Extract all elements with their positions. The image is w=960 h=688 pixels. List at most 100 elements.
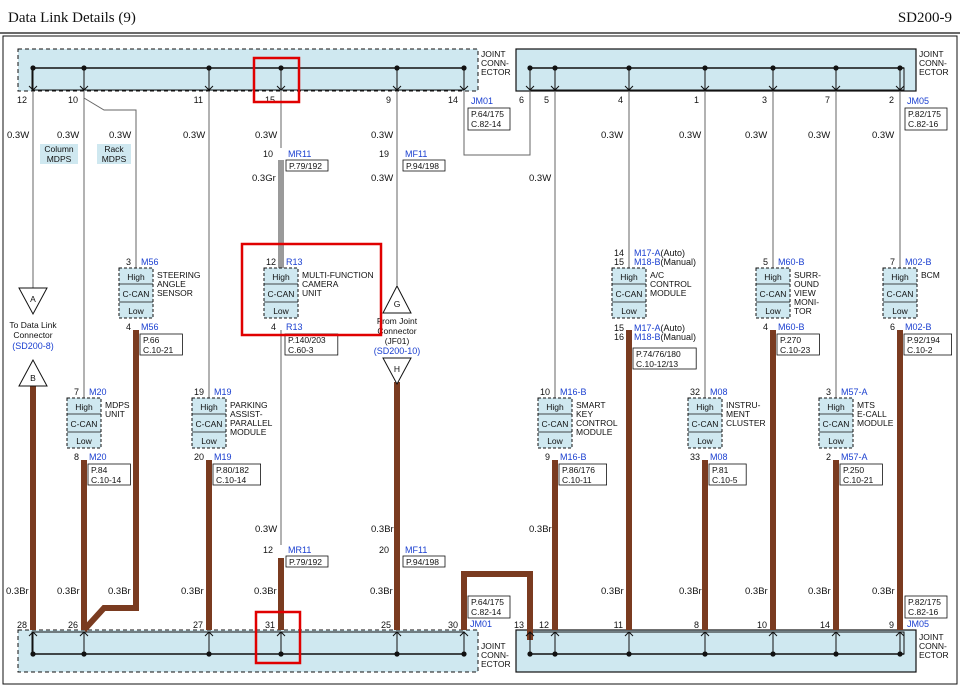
wire-label: 0.3W <box>808 130 830 141</box>
module-box <box>755 267 791 319</box>
module-pin-bottom: 33 <box>690 452 700 462</box>
module-pin-top: 5 <box>763 257 768 267</box>
module-ref: P.250 <box>843 465 864 475</box>
terminal-chevron <box>525 631 535 637</box>
module-name-line: UNIT <box>105 409 125 419</box>
offpage-g-text3: (JF01) <box>385 336 410 346</box>
joint-bottom-right-pin: 14 <box>820 620 830 630</box>
module-name-line: KEY <box>576 409 593 419</box>
joint-connector-bottom-right <box>515 629 917 673</box>
module-id-top: M19 <box>214 387 232 397</box>
offpage-g-icon <box>382 284 412 314</box>
module-box <box>818 397 854 449</box>
offpage-b-icon <box>18 358 48 387</box>
module-ref: P.92/194 <box>907 335 940 345</box>
terminal-chevron <box>525 85 535 91</box>
wire-label: 0.3W <box>745 130 767 141</box>
module-refbox <box>708 463 747 486</box>
module-id-top: R13 <box>286 257 303 267</box>
module-box <box>118 267 154 319</box>
joint-top-left-pin: 15 <box>265 95 275 105</box>
module-ref: P.140/203 <box>288 335 326 345</box>
module-pin-top: 7 <box>890 257 895 267</box>
wire-label: 0.3Br <box>370 586 393 597</box>
terminal-chevron <box>276 631 286 637</box>
module-id-bottom: M17-A(Auto) <box>634 323 685 333</box>
module-name-line: UNIT <box>302 288 322 298</box>
mf11-top-refbox <box>402 159 446 172</box>
offpage-g-text1: From Joint <box>377 316 418 326</box>
module-ref: C.10-14 <box>216 475 247 485</box>
module-high: High <box>827 402 845 412</box>
module-pin-top: 7 <box>74 387 79 397</box>
mr11-bottom-pin: 12 <box>263 545 273 555</box>
wire-label: 0.3W <box>57 130 79 141</box>
module-id-top: M02-B <box>905 257 932 267</box>
joint-bottom-right-pin: 13 <box>514 620 524 630</box>
jm01-bottom-refbox <box>467 595 511 619</box>
module-bus: C-CAN <box>616 289 643 299</box>
jm05-top-refbox <box>904 107 948 131</box>
module-id-bottom: M20 <box>89 452 107 462</box>
module-name-line: MODULE <box>857 418 894 428</box>
wire-label: 0.3Br <box>254 586 277 597</box>
module-name-line: A/C <box>650 270 664 280</box>
module-low: Low <box>547 436 563 446</box>
module-pin-bottom: 20 <box>194 452 204 462</box>
wire-label: 0.3Gr <box>252 173 276 184</box>
terminal-chevron <box>28 85 38 91</box>
terminal-chevron <box>392 631 402 637</box>
wire-label: 0.3Br <box>679 586 702 597</box>
module-low: Low <box>201 436 217 446</box>
module-ref: P.270 <box>780 335 801 345</box>
wire-label: 0.3Br <box>6 586 29 597</box>
highlight-bottom-pin31 <box>254 610 302 665</box>
mr11-top-refbox <box>285 159 329 172</box>
module-low: Low <box>697 436 713 446</box>
module-pin-top: 19 <box>194 387 204 397</box>
jm05-bottom-refbox <box>904 595 948 619</box>
joint-top-right-pin: 5 <box>544 95 549 105</box>
module-id-bottom: R13 <box>286 322 303 332</box>
module-high: High <box>696 402 714 412</box>
module-id-top: M08 <box>710 387 728 397</box>
module-pin-top: 3 <box>826 387 831 397</box>
module-low: Low <box>128 306 144 316</box>
frame-border <box>2 35 958 685</box>
terminal-chevron <box>28 631 38 637</box>
offpage-h-letter: H <box>394 364 400 374</box>
module-id-top: M17-A(Auto) <box>634 248 685 258</box>
terminal-chevron <box>624 631 634 637</box>
wire-label: 0.3W <box>255 524 277 535</box>
joint-top-left-pin: 10 <box>68 95 78 105</box>
wire-label: 0.3W <box>183 130 205 141</box>
module-ref: P.86/176 <box>562 465 595 475</box>
module-id-bottom: M60-B <box>778 322 805 332</box>
terminal-chevron <box>831 85 841 91</box>
terminal-chevron <box>768 631 778 637</box>
module-pin-top: 14 <box>614 248 624 258</box>
wire-steering-top <box>83 97 137 268</box>
module-id-bottom: M57-A <box>841 452 868 462</box>
module-box <box>611 267 647 319</box>
joint-bottom-left-pin: 27 <box>193 620 203 630</box>
highlight-top-pin15 <box>252 56 301 104</box>
joint-bottom-left-pin: 30 <box>448 620 458 630</box>
terminal-chevron <box>276 85 286 91</box>
module-name-line: MONI- <box>794 297 819 307</box>
module-low: Low <box>828 436 844 446</box>
terminal-chevron <box>392 85 402 91</box>
joint-top-left-pin: 9 <box>386 95 391 105</box>
jm01-bottom-ref2: C.82-14 <box>471 607 502 617</box>
module-high: High <box>546 402 564 412</box>
module-low: Low <box>621 306 637 316</box>
mf11-bottom-id: MF11 <box>405 545 427 555</box>
wire-labels-bottom: 0.3Br 0.3Br 0.3Br 0.3Br 0.3Br 0.3Br 0.3B… <box>6 586 895 597</box>
module-name-line: SURR- <box>794 270 821 280</box>
module-box <box>537 397 573 449</box>
